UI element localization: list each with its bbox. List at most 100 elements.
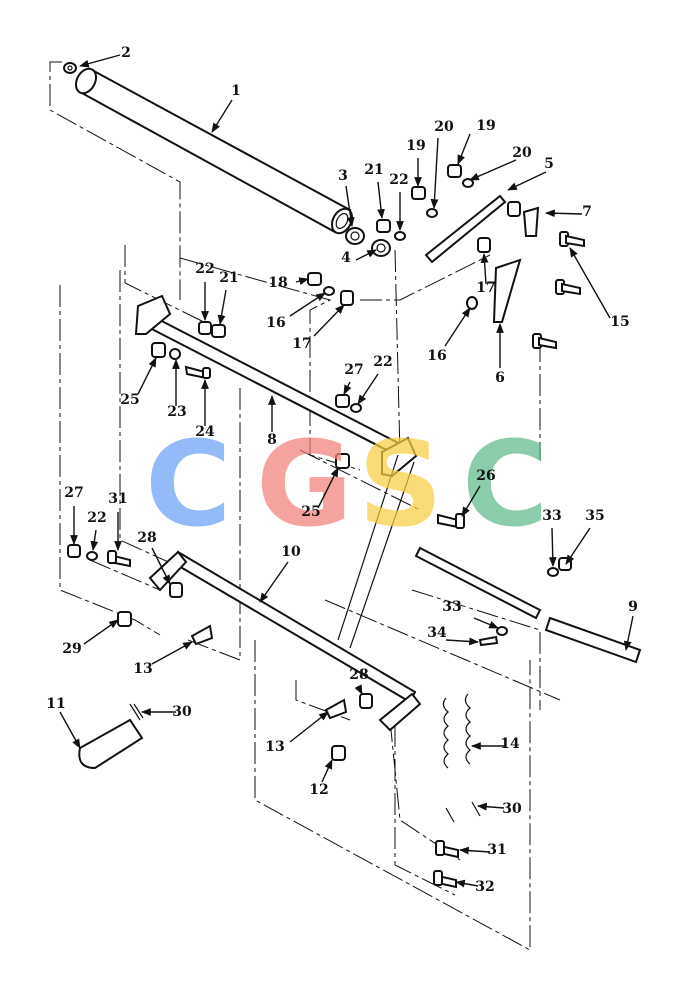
callout-label-15: 15 — [610, 314, 629, 330]
callout-label-10: 10 — [281, 544, 301, 560]
callout-label-20: 20 — [512, 145, 532, 161]
callout-label-35: 35 — [585, 508, 604, 524]
callout-leader-7 — [545, 209, 583, 218]
callout-label-22: 22 — [373, 354, 392, 370]
callout-leader-1 — [211, 99, 233, 133]
watermark-letter-g: G — [256, 415, 353, 553]
callout-leader-12 — [321, 759, 333, 783]
callout-label-5: 5 — [544, 156, 554, 172]
callout-leader-21 — [377, 181, 385, 219]
callout-label-13: 13 — [265, 739, 284, 755]
callout-label-13: 13 — [133, 661, 152, 677]
callout-leader-10 — [259, 561, 289, 603]
watermark-letter-c2: C — [462, 415, 549, 553]
callout-leader-32 — [455, 879, 479, 888]
callout-label-34: 34 — [427, 625, 447, 641]
callout-leader-33 — [473, 617, 499, 629]
callout-leader-22 — [90, 529, 99, 551]
callout-label-2: 2 — [121, 45, 131, 61]
watermark-letter-c1: C — [145, 415, 232, 553]
callout-leader-27 — [343, 381, 352, 395]
callout-leader-28 — [151, 547, 171, 585]
callout-label-30: 30 — [172, 704, 192, 720]
callout-leader-20 — [469, 159, 517, 181]
callout-leader-25 — [317, 467, 339, 509]
callout-leader-19 — [457, 133, 471, 165]
callout-leader-34 — [445, 637, 479, 646]
callout-label-17: 17 — [292, 336, 311, 352]
hardware-parts — [63, 62, 585, 889]
callout-label-21: 21 — [364, 162, 383, 178]
callout-leader-2 — [79, 54, 121, 68]
callout-label-26: 26 — [476, 468, 495, 484]
callout-leader-13 — [289, 711, 329, 743]
callout-label-25: 25 — [120, 392, 139, 408]
callout-leader-21 — [217, 289, 227, 325]
callout-label-25: 25 — [301, 504, 320, 520]
callout-label-30: 30 — [502, 801, 522, 817]
callout-label-19: 19 — [476, 118, 495, 134]
callout-label-33: 33 — [442, 599, 461, 615]
callout-leader-15 — [569, 247, 611, 319]
callout-leader-25 — [137, 357, 157, 395]
callout-label-33: 33 — [542, 508, 561, 524]
callout-label-22: 22 — [389, 172, 408, 188]
callout-label-3: 3 — [338, 168, 348, 184]
callout-label-21: 21 — [219, 270, 238, 286]
callout-leader-9 — [623, 615, 634, 651]
callout-label-24: 24 — [195, 424, 215, 440]
callout-label-27: 27 — [344, 362, 363, 378]
callout-leader-5 — [507, 171, 547, 191]
callout-label-31: 31 — [108, 491, 127, 507]
callout-label-17: 17 — [476, 280, 495, 296]
callout-leader-17 — [480, 253, 489, 285]
callout-leader-33 — [548, 527, 557, 567]
callout-leader-4 — [355, 249, 377, 261]
callout-label-12: 12 — [309, 782, 328, 798]
callout-leader-26 — [461, 485, 481, 517]
callout-label-29: 29 — [62, 641, 81, 657]
callout-leader-20 — [430, 137, 439, 209]
callout-label-19: 19 — [406, 138, 425, 154]
part-9-angle — [414, 546, 642, 664]
callout-label-16: 16 — [427, 348, 446, 364]
callout-leader-16 — [289, 292, 326, 317]
callout-label-4: 4 — [341, 250, 351, 266]
callout-label-1: 1 — [231, 83, 241, 99]
callout-leaders — [59, 54, 634, 888]
callout-label-31: 31 — [487, 842, 506, 858]
callout-leader-16 — [444, 307, 471, 347]
callout-label-22: 22 — [195, 261, 214, 277]
callout-leader-35 — [565, 527, 591, 565]
callout-label-28: 28 — [137, 530, 156, 546]
callout-label-32: 32 — [475, 879, 494, 895]
part-10-frame — [148, 550, 422, 732]
callout-label-18: 18 — [268, 275, 287, 291]
brackets — [424, 194, 540, 323]
callout-label-14: 14 — [500, 736, 520, 752]
callout-leader-11 — [59, 711, 81, 749]
callout-leader-28 — [354, 684, 363, 695]
callout-label-8: 8 — [267, 432, 277, 448]
callout-leader-22 — [357, 373, 379, 405]
callout-label-22: 22 — [87, 510, 106, 526]
callout-leader-18 — [295, 277, 309, 285]
callout-label-23: 23 — [167, 404, 186, 420]
callout-leader-3 — [345, 185, 355, 227]
callout-label-28: 28 — [349, 667, 368, 683]
callout-label-11: 11 — [46, 696, 65, 712]
watermark: C G S C — [145, 415, 549, 553]
watermark-letter-s: S — [358, 415, 443, 553]
callout-label-6: 6 — [495, 370, 505, 386]
callout-leader-30 — [477, 802, 505, 811]
callout-leader-17 — [313, 304, 345, 337]
callout-label-16: 16 — [266, 315, 285, 331]
callout-label-7: 7 — [582, 204, 592, 220]
callout-leader-31 — [459, 846, 491, 855]
misc-parts — [78, 624, 481, 823]
callout-label-9: 9 — [628, 599, 638, 615]
part-1-tube — [74, 67, 354, 235]
callout-leader-29 — [83, 619, 119, 645]
